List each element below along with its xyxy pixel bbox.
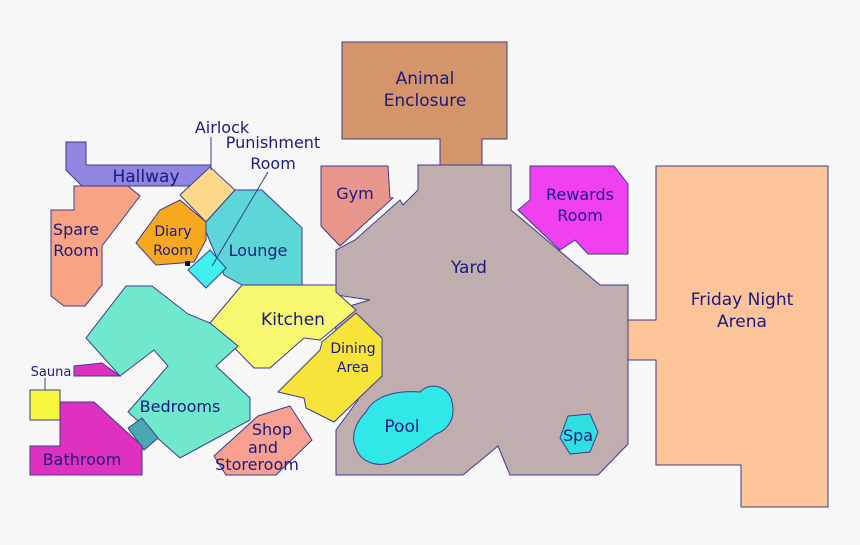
dining-area-label-line2: Area bbox=[337, 360, 369, 376]
room-hallway: Hallway bbox=[65, 141, 212, 187]
bedrooms-label: Bedrooms bbox=[140, 397, 221, 416]
gym-label: Gym bbox=[336, 184, 373, 203]
friday-night-arena-shape bbox=[627, 165, 829, 508]
room-shop-and-storeroom: Shop and Storeroom bbox=[213, 405, 313, 476]
punishment-room-label-line1: Punishment bbox=[226, 133, 320, 152]
room-bathroom: Bathroom bbox=[29, 401, 143, 476]
room-diary-room: Diary Room bbox=[135, 199, 207, 266]
rewards-room-label-line2: Room bbox=[557, 206, 603, 225]
airlock-label: Airlock bbox=[195, 118, 250, 137]
room-dining-area: Dining Area bbox=[277, 312, 383, 423]
friday-night-arena-label-line1: Friday Night bbox=[691, 290, 794, 310]
room-bedrooms: Bedrooms bbox=[85, 285, 251, 459]
room-spare-room: Spare Room bbox=[50, 185, 141, 307]
hallway-label: Hallway bbox=[112, 167, 179, 187]
room-pool: Pool bbox=[353, 385, 454, 465]
punishment-room-shape bbox=[187, 249, 227, 289]
spa-label: Spa bbox=[563, 426, 593, 445]
room-spa: Spa bbox=[559, 413, 599, 455]
gym-shape bbox=[320, 165, 395, 247]
dining-area-shape bbox=[277, 312, 383, 423]
shop-label-line1: Shop bbox=[252, 420, 292, 439]
friday-night-arena-label-line2: Arena bbox=[717, 312, 767, 332]
dining-area-label-line1: Dining bbox=[330, 341, 375, 357]
diary-room-shape bbox=[135, 199, 207, 266]
punishment-room-door bbox=[185, 261, 190, 266]
sauna-corridor-shape bbox=[73, 362, 122, 377]
room-punishment-room: Punishment Room bbox=[185, 133, 320, 289]
shop-and-storeroom-shape bbox=[213, 405, 313, 476]
lounge-label: Lounge bbox=[229, 241, 288, 260]
bathroom-label: Bathroom bbox=[43, 450, 122, 469]
animal-enclosure-label-line1: Animal bbox=[396, 69, 455, 89]
shop-label-line2: and bbox=[248, 438, 278, 457]
room-lounge: Lounge bbox=[205, 189, 303, 286]
shop-label-line3: Storeroom bbox=[215, 455, 299, 474]
spare-room-label-line1: Spare bbox=[53, 220, 99, 239]
yard-label: Yard bbox=[450, 258, 487, 278]
pool-shape bbox=[353, 385, 454, 465]
diary-room-label-line1: Diary bbox=[154, 224, 191, 240]
pool-label: Pool bbox=[384, 417, 419, 437]
sauna-label: Sauna bbox=[31, 365, 72, 380]
bathroom-shape bbox=[29, 401, 143, 476]
punishment-room-label-line2: Room bbox=[250, 154, 296, 173]
kitchen-label: Kitchen bbox=[261, 310, 325, 330]
room-sauna: Sauna bbox=[29, 365, 72, 421]
spare-room-shape bbox=[50, 185, 141, 307]
spare-room-label-line2: Room bbox=[53, 241, 99, 260]
room-kitchen: Kitchen bbox=[209, 284, 357, 369]
room-friday-night-arena: Friday Night Arena bbox=[627, 165, 829, 508]
rewards-room-shape bbox=[517, 165, 629, 255]
bedrooms-shape bbox=[85, 285, 251, 459]
spa-shape bbox=[559, 413, 599, 455]
room-airlock: Airlock bbox=[179, 118, 250, 223]
room-animal-enclosure: Animal Enclosure bbox=[341, 41, 508, 166]
rewards-room-label-line1: Rewards bbox=[546, 185, 614, 204]
room-rewards-room: Rewards Room bbox=[517, 165, 629, 255]
diary-room-label-line2: Room bbox=[153, 243, 193, 259]
room-gym: Gym bbox=[320, 165, 395, 247]
punishment-room-leader-line bbox=[211, 171, 269, 267]
sauna-shape bbox=[29, 389, 61, 421]
animal-enclosure-label-line2: Enclosure bbox=[384, 91, 467, 111]
